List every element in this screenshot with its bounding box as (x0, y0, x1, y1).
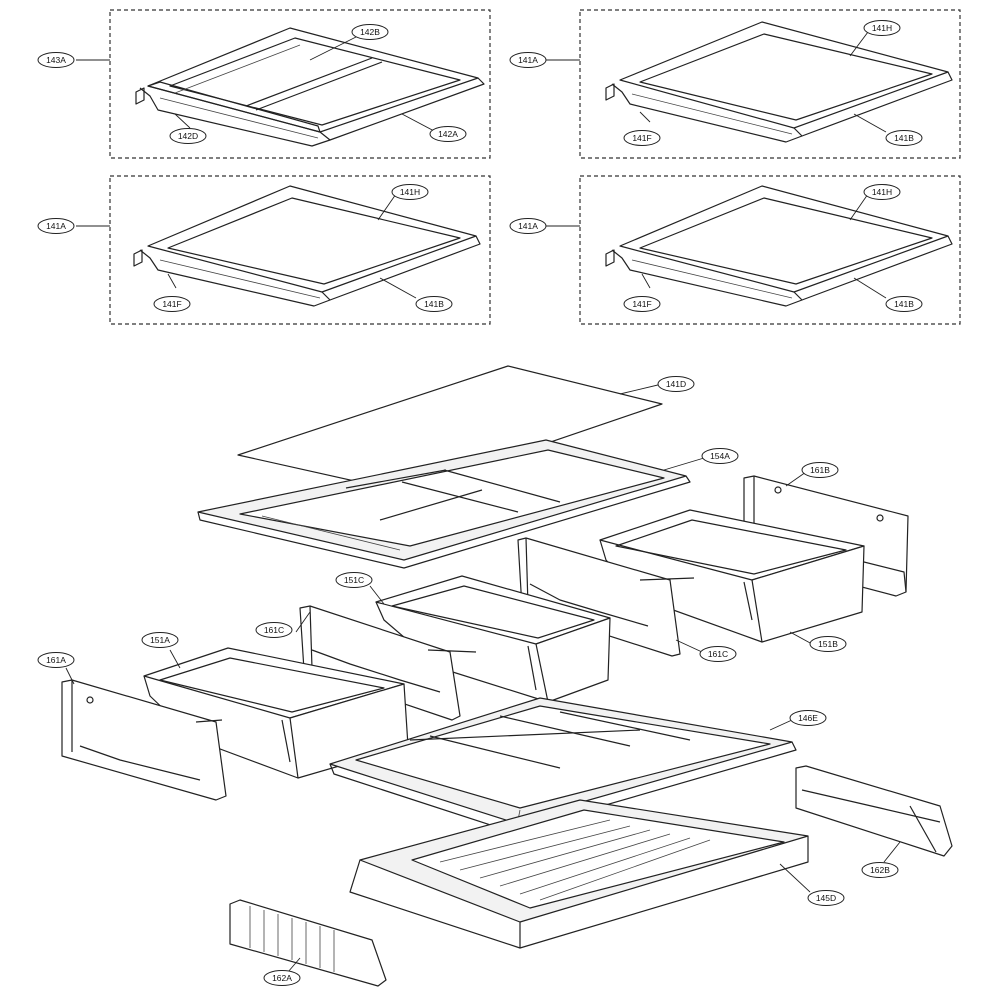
svg-text:151A: 151A (150, 635, 170, 645)
svg-text:141F: 141F (632, 299, 651, 309)
svg-text:141H: 141H (872, 23, 892, 33)
callout-141H-1: 141H (863, 20, 901, 36)
callout-161B: 161B (801, 462, 839, 478)
shelf-assembly-141A-middle-right (546, 175, 961, 325)
callout-151B: 151B (809, 636, 847, 652)
svg-text:141A: 141A (46, 221, 66, 231)
svg-text:151B: 151B (818, 639, 838, 649)
callout-146E: 146E (789, 710, 827, 726)
svg-text:143A: 143A (46, 55, 66, 65)
svg-text:162A: 162A (272, 973, 292, 983)
svg-text:142A: 142A (438, 129, 458, 139)
callout-141F-2: 141F (153, 296, 191, 312)
svg-text:141B: 141B (894, 133, 914, 143)
base-tray-146E (329, 697, 797, 833)
cover-frame-154A (197, 439, 705, 569)
bottom-drawer-145D (349, 799, 811, 949)
rail-162A (229, 899, 387, 987)
callout-141F-1: 141F (623, 130, 661, 146)
svg-text:141F: 141F (632, 133, 651, 143)
svg-text:141H: 141H (872, 187, 892, 197)
callout-141B-1: 141B (885, 130, 923, 146)
svg-text:141H: 141H (400, 187, 420, 197)
callout-162B: 162B (861, 862, 899, 878)
rail-162B (795, 765, 953, 863)
callout-141D: 141D (657, 376, 695, 392)
svg-text:141A: 141A (518, 55, 538, 65)
svg-text:141F: 141F (162, 299, 181, 309)
callout-141A-3: 141A (509, 218, 547, 234)
callout-141A-1: 141A (509, 52, 547, 68)
side-panel-161A (61, 667, 227, 801)
callout-151C: 151C (335, 572, 373, 588)
callout-142D: 142D (169, 128, 207, 144)
callout-142A: 142A (429, 126, 467, 142)
callout-161C-1: 161C (255, 622, 293, 638)
callout-161C-2: 161C (699, 646, 737, 662)
crisper-drawer-151C (369, 575, 611, 703)
svg-text:142D: 142D (178, 131, 198, 141)
callout-145D: 145D (807, 890, 845, 906)
svg-text:151C: 151C (344, 575, 364, 585)
callout-151A: 151A (141, 632, 179, 648)
callout-141F-3: 141F (623, 296, 661, 312)
svg-text:162B: 162B (870, 865, 890, 875)
callout-143A: 143A (37, 52, 75, 68)
svg-text:142B: 142B (360, 27, 380, 37)
crisper-drawer-151B (599, 509, 865, 645)
callout-141H-2: 141H (391, 184, 429, 200)
callout-162A: 162A (263, 970, 301, 986)
svg-text:141D: 141D (666, 379, 686, 389)
svg-text:141B: 141B (894, 299, 914, 309)
shelf-assembly-141A-top-right (546, 9, 961, 159)
callout-142B: 142B (351, 24, 389, 40)
callout-141H-3: 141H (863, 184, 901, 200)
svg-text:146E: 146E (798, 713, 818, 723)
callout-141A-2: 141A (37, 218, 75, 234)
svg-text:161C: 161C (264, 625, 284, 635)
svg-text:141B: 141B (424, 299, 444, 309)
svg-text:161C: 161C (708, 649, 728, 659)
glass-plate-141D (237, 365, 663, 493)
svg-text:161A: 161A (46, 655, 66, 665)
callout-161A: 161A (37, 652, 75, 668)
svg-text:161B: 161B (810, 465, 830, 475)
svg-text:145D: 145D (816, 893, 836, 903)
svg-text:141A: 141A (518, 221, 538, 231)
callout-141B-2: 141B (415, 296, 453, 312)
callout-141B-3: 141B (885, 296, 923, 312)
shelf-assembly-141A-middle-left (76, 175, 491, 325)
shelf-assembly-143A (76, 9, 491, 159)
callout-154A: 154A (701, 448, 739, 464)
svg-text:154A: 154A (710, 451, 730, 461)
